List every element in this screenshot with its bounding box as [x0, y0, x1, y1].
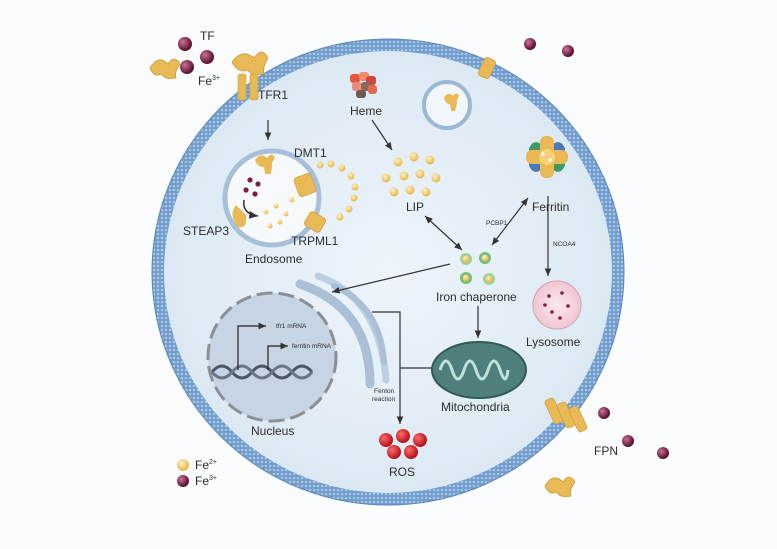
pathway-arrows: [264, 119, 552, 424]
tf-in-endosome-icon: [255, 154, 275, 174]
heme-label: Heme: [350, 104, 382, 118]
mitochondria: [431, 341, 527, 399]
transferrin-icon: [149, 58, 181, 79]
tfr1-mrna-label: tfr1 mRNA: [276, 323, 307, 330]
trpml1-icon: [304, 211, 326, 233]
fe3-outside-label: Fe3+: [198, 74, 220, 88]
iron-chaperone-cluster: [460, 252, 495, 285]
arrow-heme-to-lip: [371, 119, 393, 151]
tfr1-receptor: [231, 51, 269, 101]
lip-cluster: [381, 152, 441, 197]
fe2-particle: [273, 203, 279, 209]
pcbp1-label: PCBP1: [486, 220, 508, 227]
dmt1-icon: [293, 173, 317, 197]
fe2-particle: [283, 211, 289, 217]
heme-icon: [350, 72, 377, 98]
arrow-ferritin-chaperone: [491, 197, 529, 246]
endoplasmic-reticulum: [295, 272, 390, 389]
lip-label: LIP: [406, 200, 424, 214]
fe3-particle: [562, 45, 574, 57]
fpn-icon: [544, 397, 588, 433]
ncoa4-label: NCOA4: [553, 241, 576, 248]
ros-cluster: [379, 429, 427, 459]
fe2-particle: [263, 209, 269, 215]
fe3-particle: [622, 435, 634, 447]
ferritin-icon: [526, 136, 568, 178]
ferritin-mrna-label: ferritin mRNA: [292, 343, 332, 350]
iron-chaperone-label: Iron chaperone: [436, 290, 517, 304]
fe2-particle: [267, 223, 273, 229]
tf-receptor-in-vesicle-icon: [444, 93, 459, 111]
arrow-lip-chaperone: [424, 215, 463, 251]
fe3-particle: [598, 407, 610, 419]
fpn-label: FPN: [594, 444, 618, 458]
ferritin-label: Ferritin: [532, 200, 569, 214]
fe3-particle: [200, 50, 214, 64]
arrow-to-ros: [372, 311, 404, 424]
vesicle: [422, 80, 472, 130]
extracellular-iron: [149, 37, 669, 497]
legend-fe2-swatch: [177, 459, 189, 471]
tfr1-stalk-icon: [237, 73, 247, 101]
endosome-label: Endosome: [245, 252, 303, 266]
fe2-particle: [277, 219, 283, 225]
fe3-particle: [247, 177, 253, 183]
dna-icon: [210, 364, 314, 380]
nucleus-label: Nucleus: [251, 424, 294, 438]
legend: Fe2+ Fe3+: [177, 458, 217, 488]
trpml1-label: TRPML1: [291, 234, 339, 248]
fe3-particle: [524, 38, 536, 50]
lysosome: [532, 280, 582, 330]
fe3-particle: [657, 447, 669, 459]
legend-fe3-swatch: [177, 475, 189, 487]
tf-bound-icon: [231, 51, 269, 75]
ferritin-promoter-arrow: [267, 342, 288, 370]
tfr1-stalk-icon: [249, 73, 259, 101]
legend-fe3-label: Fe3+: [195, 474, 217, 488]
reduction-arrow: [243, 199, 259, 219]
dmt1-label: DMT1: [294, 146, 327, 160]
steap3-icon: [232, 205, 247, 228]
fe3-particle: [178, 37, 192, 51]
fe2-particle: [289, 197, 295, 203]
cytoplasm: [164, 51, 612, 493]
mitochondria-label: Mitochondria: [441, 400, 510, 414]
tf-label: TF: [200, 29, 215, 43]
fenton-label-line1: Fenton: [374, 388, 395, 395]
fe3-particle: [243, 187, 249, 193]
ros-label: ROS: [389, 465, 415, 479]
lysosome-label: Lysosome: [526, 335, 581, 349]
legend-fe2-label: Fe2+: [195, 458, 217, 472]
arrow-chaperone-nucleus: [331, 263, 451, 294]
fe2-efflux-dots: [316, 160, 359, 221]
fe3-particle: [252, 191, 258, 197]
nucleus: [206, 291, 338, 423]
endosome: [222, 148, 326, 248]
membrane-channel-icon: [478, 57, 496, 79]
tfr1-label: TFR1: [258, 88, 288, 102]
steap3-label: STEAP3: [183, 224, 229, 238]
fe3-particle: [180, 60, 194, 74]
fe3-particle: [255, 181, 261, 187]
tfr1-promoter-arrow: [237, 322, 266, 370]
dna-icon: [210, 364, 314, 380]
transferrin-icon: [544, 476, 576, 497]
fenton-label-line2: reaction: [372, 396, 396, 403]
